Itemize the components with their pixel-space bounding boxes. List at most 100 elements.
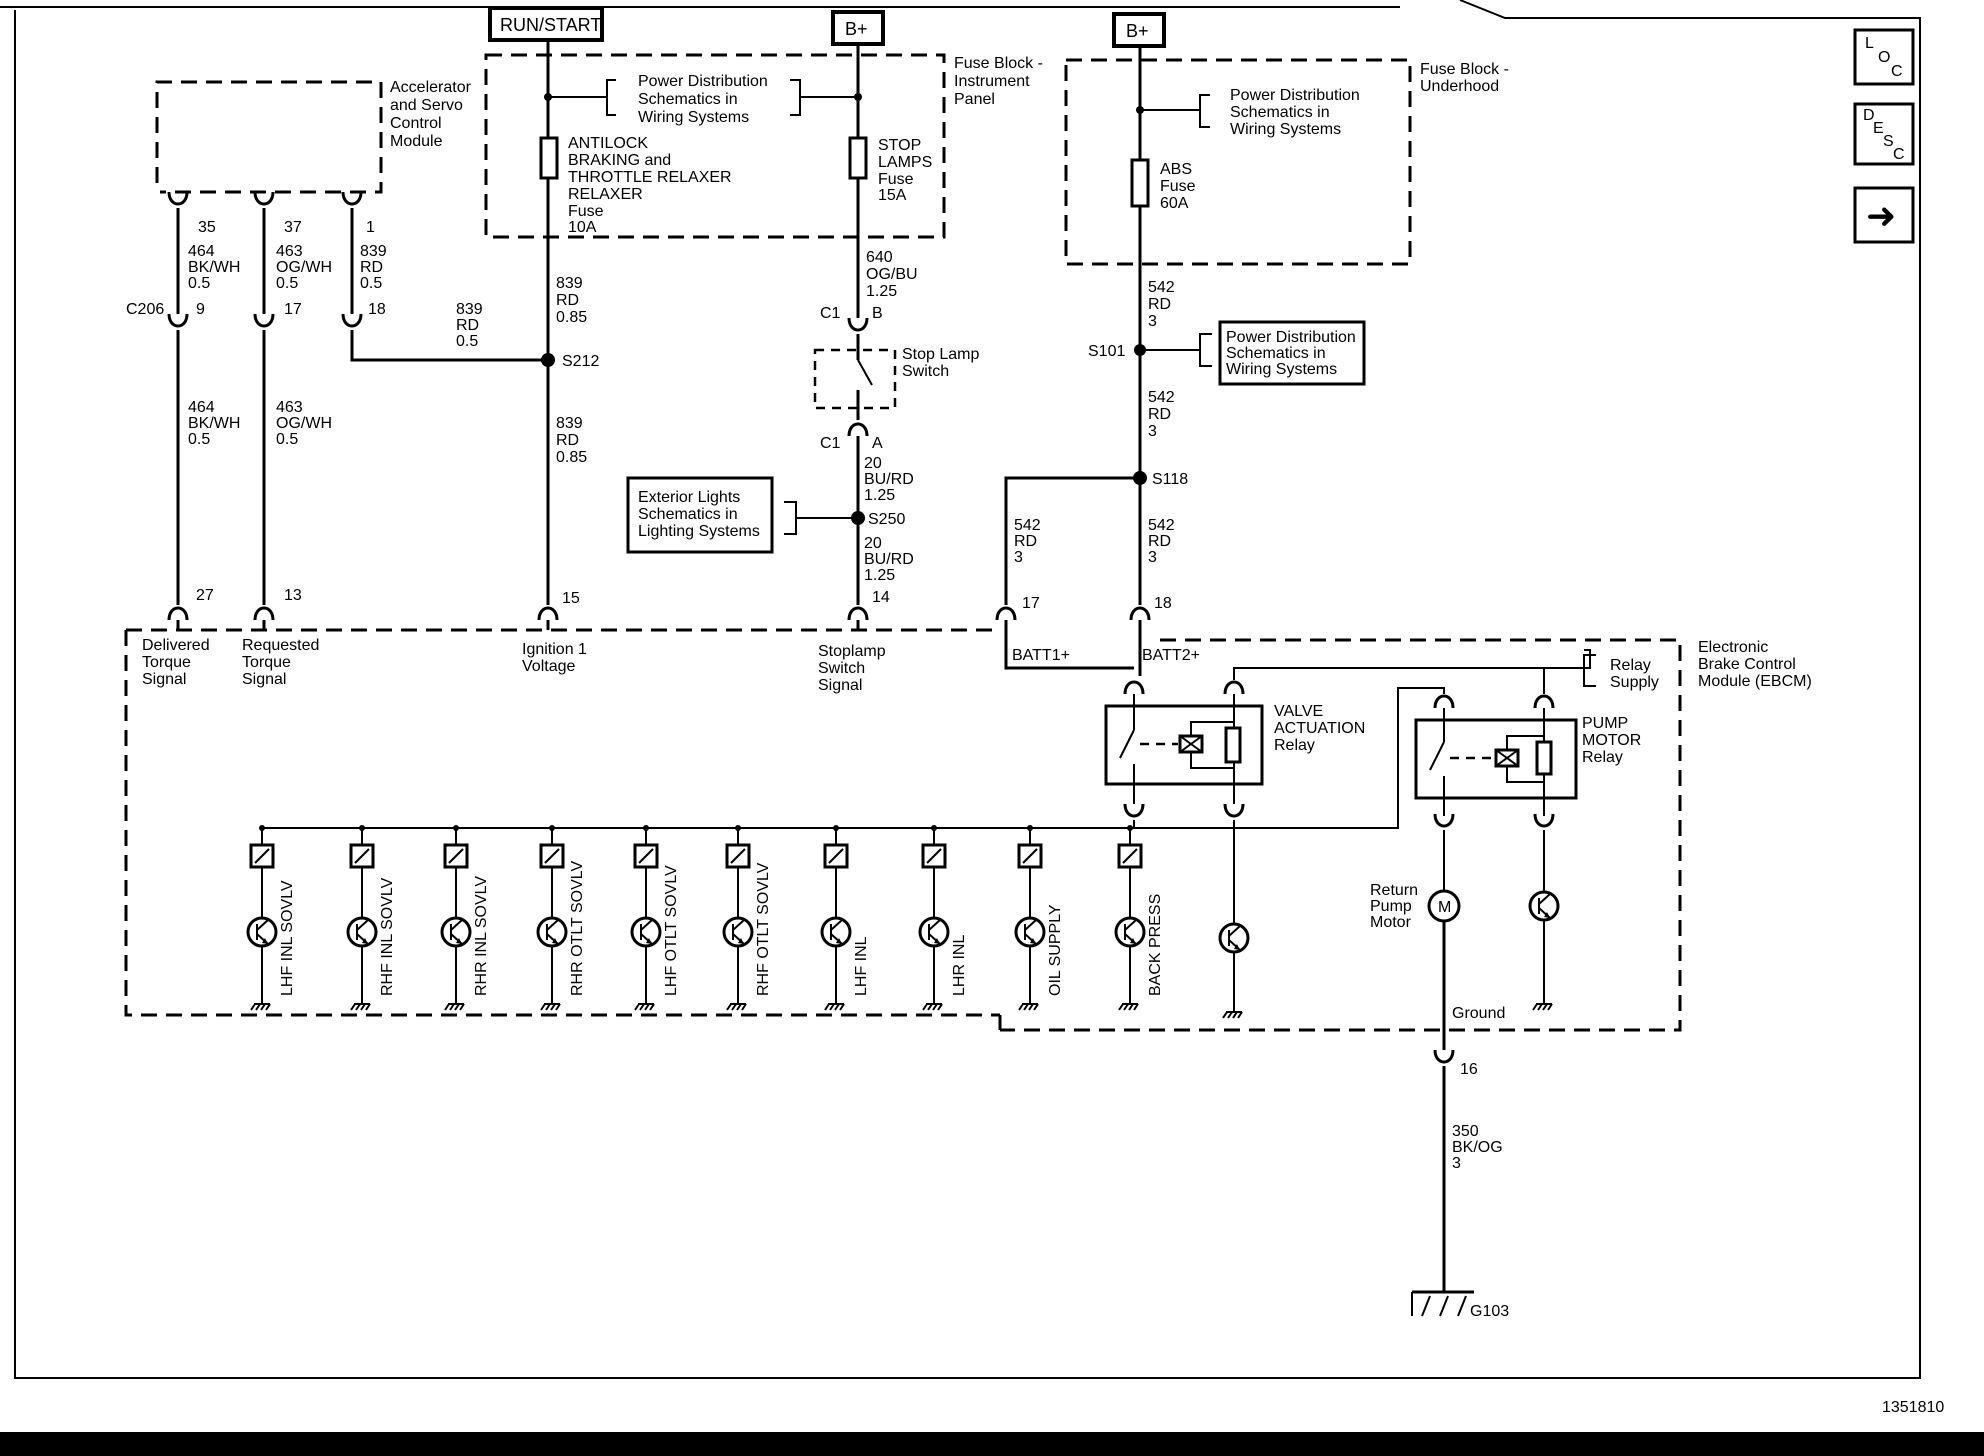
svg-text:35: 35 [198, 219, 216, 236]
solenoid-label: RHF INL SOVLV [379, 877, 396, 996]
solenoid-label: RHR OTLT SOVLV [569, 861, 586, 996]
svg-text:O: O [1878, 49, 1890, 66]
connector-c206: C206 [126, 301, 164, 318]
splice-s212-label: S212 [562, 353, 599, 370]
desc-button[interactable]: D E S C [1853, 102, 1915, 166]
transistor-icon [536, 916, 568, 948]
run-start-source: RUN/START [488, 6, 604, 42]
svg-text:17: 17 [1022, 595, 1040, 612]
svg-text:C: C [1893, 146, 1905, 163]
svg-text:18: 18 [1154, 595, 1172, 612]
figure-id: 1351810 [1882, 1399, 1944, 1416]
svg-text:B: B [872, 305, 883, 322]
transistor-icon [1014, 916, 1046, 948]
svg-text:C1: C1 [820, 435, 841, 452]
solenoid-column: BACK PRESS [1114, 825, 1164, 1011]
svg-text:G103: G103 [1470, 1303, 1509, 1320]
solenoid-label: RHR INL SOVLV [473, 876, 490, 996]
pump-driver-transistor [1528, 830, 1560, 1011]
solenoid-label: LHF OTLT SOVLV [663, 865, 680, 996]
transistor-icon [918, 916, 950, 948]
svg-text:M: M [1438, 899, 1451, 916]
solenoid-coil-icon [349, 843, 375, 869]
solenoid-column: RHR OTLT SOVLV [536, 825, 586, 1011]
svg-text:13: 13 [284, 587, 302, 604]
b-plus-source-ip: B+ [831, 10, 885, 46]
transistor-icon [1114, 916, 1146, 948]
svg-text:A: A [872, 435, 883, 452]
svg-text:B+: B+ [845, 19, 868, 39]
splice-s101-label: S101 [1088, 343, 1125, 360]
fuse-block-underhood: Fuse Block -Underhood [1064, 58, 1509, 266]
svg-text:L: L [1865, 35, 1874, 52]
svg-text:9: 9 [196, 301, 205, 318]
svg-text:37: 37 [284, 219, 302, 236]
transistor-icon [630, 916, 662, 948]
solenoid-column: LHF INL SOVLV [246, 825, 296, 1011]
b-plus-source-uh: B+ [1112, 12, 1166, 48]
svg-text:14: 14 [872, 589, 890, 606]
solenoid-column: LHF INL [820, 825, 870, 1011]
loc-button[interactable]: L O C [1853, 28, 1915, 86]
solenoid-coil-icon [539, 843, 565, 869]
solenoid-coil-icon [443, 843, 469, 869]
svg-text:1: 1 [366, 219, 375, 236]
solenoid-valves: LHF INL SOVLV RHF INL SOVLV RHR INL SOVLV R… [246, 825, 1164, 1011]
svg-text:18: 18 [368, 301, 386, 318]
svg-text:E: E [1873, 120, 1884, 137]
splice-s250-label: S250 [868, 511, 905, 528]
right-arrow-icon: ➜ [1866, 195, 1896, 236]
next-button[interactable]: ➜ [1853, 186, 1915, 244]
batt2-label: BATT2+ [1142, 647, 1200, 664]
solenoid-label: LHF INL SOVLV [279, 880, 296, 996]
svg-text:27: 27 [196, 587, 214, 604]
solenoid-coil-icon [921, 843, 947, 869]
solenoid-column: OIL SUPPLY [1014, 825, 1064, 1011]
svg-text:15: 15 [562, 590, 580, 607]
svg-text:D: D [1863, 107, 1875, 124]
solenoid-column: LHF OTLT SOVLV [630, 825, 680, 1011]
solenoid-label: OIL SUPPLY [1047, 904, 1064, 996]
solenoid-label: BACK PRESS [1147, 894, 1164, 996]
valve-driver-transistor [1218, 820, 1250, 1019]
svg-text:S: S [1883, 133, 1894, 150]
solenoid-column: RHF OTLT SOVLV [722, 825, 772, 1011]
transistor-icon [440, 916, 472, 948]
